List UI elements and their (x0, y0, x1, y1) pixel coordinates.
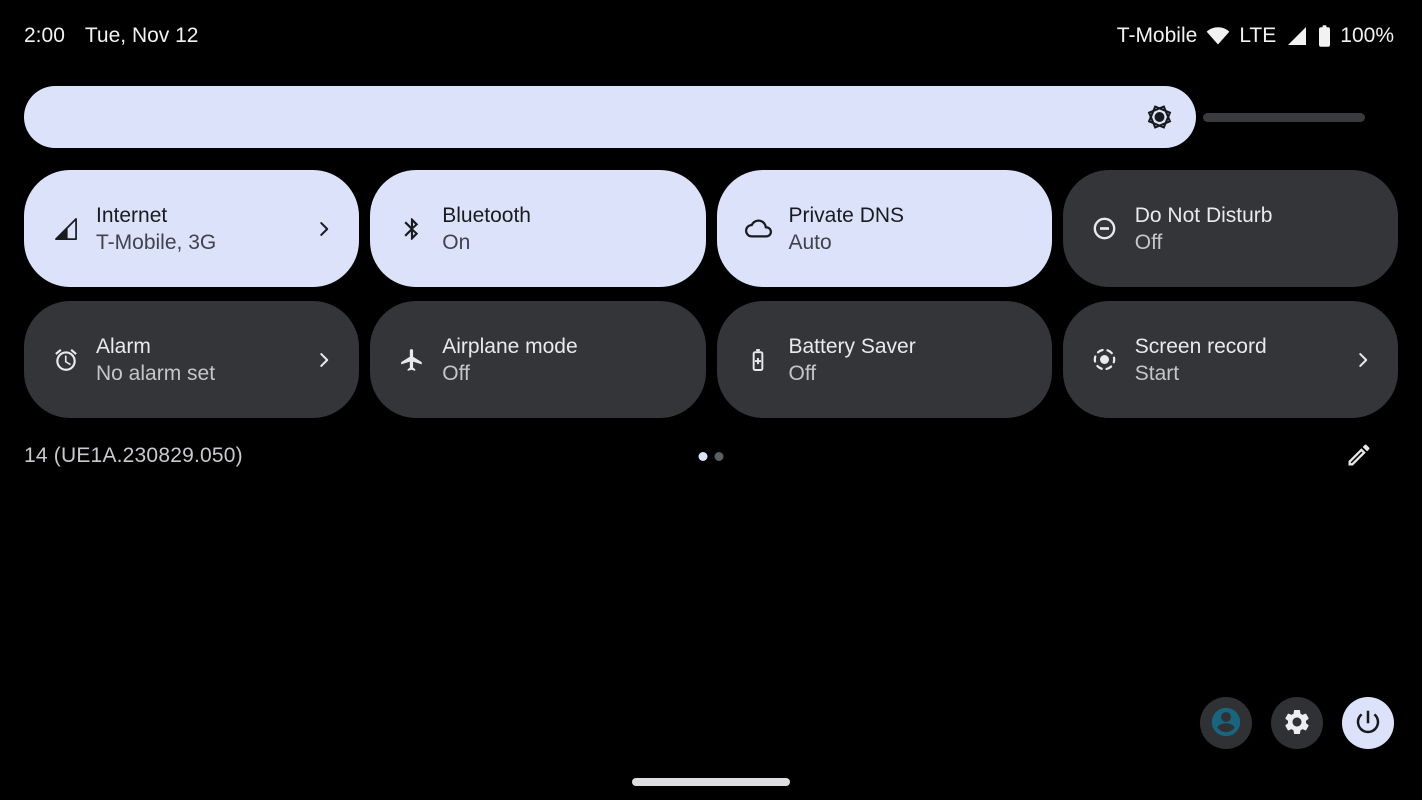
wifi-icon (1206, 24, 1230, 48)
tile-status: Off (1134, 230, 1163, 254)
carrier-label: T-Mobile (1116, 24, 1198, 47)
do-not-disturb-icon (1091, 215, 1118, 242)
tile-airplane-mode[interactable]: Airplane mode Off (370, 301, 706, 418)
tile-status: Off (442, 361, 470, 385)
clock: 2:00 (24, 24, 65, 47)
tile-title: Airplane mode (442, 334, 578, 358)
shade-action-buttons (1200, 697, 1394, 749)
battery-saver-icon (745, 346, 772, 373)
tile-do-not-disturb[interactable]: Do Not Disturb Off (1062, 170, 1398, 287)
signal-cellular-icon (52, 215, 79, 242)
status-bar: 2:00 Tue, Nov 12 T-Mobile LTE 100% (0, 0, 1422, 50)
tile-private-dns[interactable]: Private DNS Auto (716, 170, 1052, 287)
tile-status: No alarm set (96, 361, 216, 385)
tile-status: On (442, 230, 471, 254)
edit-tiles-button[interactable] (1344, 441, 1374, 471)
tile-alarm[interactable]: Alarm No alarm set (24, 301, 360, 418)
signal-cellular-icon (1285, 24, 1309, 48)
brightness-icon (1145, 103, 1174, 132)
power-icon (1353, 707, 1383, 740)
tile-title: Battery Saver (788, 334, 916, 358)
pencil-icon (1345, 444, 1373, 472)
tile-status: Off (788, 361, 817, 385)
shade-footer: 14 (UE1A.230829.050) (24, 434, 1398, 478)
tile-title: Private DNS (788, 203, 905, 227)
tile-title: Screen record (1134, 334, 1267, 358)
settings-button[interactable] (1271, 697, 1323, 749)
chevron-right-icon (1352, 349, 1374, 371)
airplane-icon (398, 346, 425, 373)
tile-battery-saver[interactable]: Battery Saver Off (716, 301, 1052, 418)
power-button[interactable] (1342, 697, 1394, 749)
brightness-row (24, 86, 1398, 148)
tile-status: Auto (788, 230, 832, 254)
tile-title: Alarm (96, 334, 151, 358)
bluetooth-icon (398, 215, 425, 242)
brightness-slider[interactable] (24, 86, 1196, 148)
tile-title: Bluetooth (442, 203, 531, 227)
cloud-icon (744, 215, 772, 242)
tile-screen-record[interactable]: Screen record Start (1062, 301, 1398, 418)
tile-internet[interactable]: Internet T-Mobile, 3G (24, 170, 360, 287)
user-avatar-icon (1209, 705, 1243, 742)
alarm-icon (52, 346, 79, 373)
battery-icon (1318, 24, 1331, 48)
home-indicator-handle[interactable] (632, 778, 790, 786)
date: Tue, Nov 12 (84, 24, 199, 47)
chevron-right-icon (313, 218, 335, 240)
page-dot (714, 451, 724, 461)
page-dot-active (698, 451, 708, 461)
gear-icon (1282, 707, 1312, 740)
battery-percent-label: 100% (1340, 24, 1394, 47)
screen-record-icon (1091, 346, 1118, 373)
page-indicator (698, 451, 724, 461)
network-type-label: LTE (1239, 24, 1277, 47)
build-number: 14 (UE1A.230829.050) (24, 444, 243, 467)
tile-title: Internet (96, 203, 168, 227)
quick-settings-grid: Internet T-Mobile, 3G Bluetooth On Priva… (24, 170, 1398, 418)
tile-bluetooth[interactable]: Bluetooth On (370, 170, 706, 287)
tile-status: Start (1134, 361, 1180, 385)
tile-title: Do Not Disturb (1134, 203, 1273, 227)
chevron-right-icon (313, 349, 335, 371)
user-switcher-button[interactable] (1200, 697, 1252, 749)
brightness-slider-track[interactable] (1203, 112, 1365, 122)
tile-status: T-Mobile, 3G (96, 230, 217, 254)
